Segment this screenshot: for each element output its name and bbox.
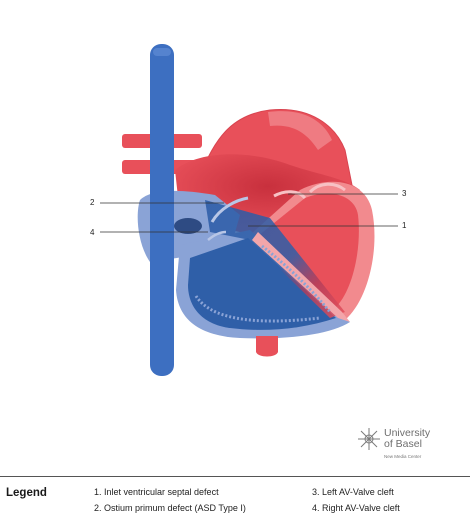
callout-lines	[100, 193, 398, 233]
legend-item-4: 4. Right AV-Valve cleft	[312, 503, 400, 513]
legend-item-2: 2. Ostium primum defect (ASD Type I)	[94, 503, 246, 513]
callout-number-4: 4	[90, 228, 95, 237]
interventricular-septum	[252, 232, 350, 322]
logo-subtitle: New Media Center	[384, 454, 422, 459]
vena-cava	[150, 44, 174, 376]
tricuspid-leaflet	[207, 230, 227, 241]
legend-item-1: 1. Inlet ventricular septal defect	[94, 487, 219, 497]
av-valve-leaflet-left	[210, 196, 249, 223]
university-logo: University of Basel New Media Center	[356, 424, 466, 464]
legend-item-3: 3. Left AV-Valve cleft	[312, 487, 394, 497]
callout-number-1: 1	[402, 221, 407, 230]
logo-name: University of Basel	[384, 428, 464, 450]
av-valve-leaflet-right	[273, 190, 307, 200]
trabeculae-bottom	[194, 295, 321, 323]
logo-name-line1: University	[384, 427, 431, 439]
right-ventricle	[188, 238, 336, 330]
legend: Legend 1. Inlet ventricular septal defec…	[0, 476, 470, 529]
logo-name-line2: of Basel	[384, 438, 422, 450]
callout-number-2: 2	[90, 198, 95, 207]
septal-defect-shadow	[174, 218, 202, 234]
left-ventricle	[258, 193, 359, 308]
mitral-leaflet	[308, 182, 346, 194]
callout-number-3: 3	[402, 189, 407, 198]
legend-title: Legend	[6, 487, 47, 499]
basel-emblem-icon	[358, 428, 380, 450]
apex-vessel	[256, 336, 278, 357]
heart-diagram: 2 4 3 1 University of Basel New Media Ce…	[90, 44, 466, 464]
heart-illustration	[100, 44, 398, 376]
